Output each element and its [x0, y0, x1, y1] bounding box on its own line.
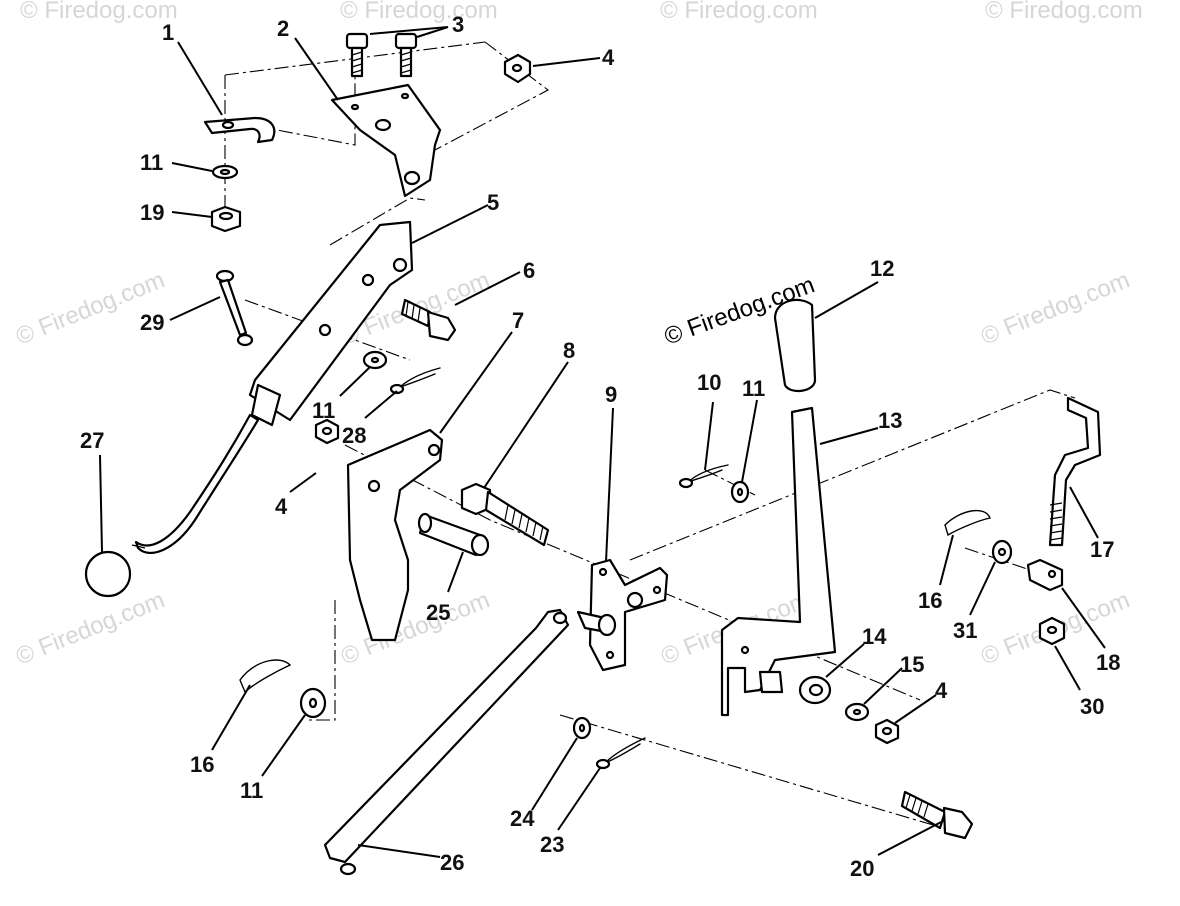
part-washer-top [211, 164, 239, 180]
part-nut-30 [1038, 616, 1066, 646]
part-link [215, 269, 254, 347]
callout-16: 16 [190, 752, 214, 777]
callout-10: 10 [697, 370, 721, 395]
callout-18: 18 [1096, 650, 1120, 675]
part-knob [84, 550, 132, 598]
callout-11: 11 [240, 778, 263, 803]
callout-15: 15 [900, 652, 924, 677]
watermark: © Firedog.com [12, 266, 168, 350]
watermark: © Firedog.com [977, 266, 1133, 350]
callout-29: 29 [140, 310, 164, 335]
callout-30: 30 [1080, 694, 1104, 719]
watermark-layer: © Firedog.com © Firedog.com © Firedog.co… [12, 0, 1143, 671]
part-pivot-plate [576, 558, 669, 672]
callout-3: 3 [452, 12, 464, 37]
part-bushing-14 [798, 675, 832, 705]
part-handle-grip [773, 298, 817, 393]
callout-17: 17 [1090, 537, 1114, 562]
watermark: © Firedog.com [20, 0, 178, 24]
callout-8: 8 [563, 338, 575, 363]
callout-23: 23 [540, 832, 564, 857]
part-mounting-bracket [330, 83, 442, 198]
part-hairpin-16-lower [239, 659, 292, 694]
part-bolt-8 [460, 482, 550, 547]
callout-26: 26 [440, 850, 464, 875]
part-washer-31 [991, 539, 1013, 565]
callout-16: 16 [918, 588, 942, 613]
part-nut-mid [314, 418, 340, 445]
callout-11: 11 [140, 150, 163, 175]
centerline [629, 389, 1076, 561]
callout-28: 28 [342, 423, 366, 448]
watermark: © Firedog.com [340, 0, 498, 24]
watermark: © Firedog.com [985, 0, 1143, 24]
callout-2: 2 [277, 16, 289, 41]
leader-lines [99, 26, 1106, 858]
centerline [704, 469, 756, 496]
centerline [344, 444, 921, 701]
part-lift-arm [131, 220, 414, 554]
callout-14: 14 [862, 624, 887, 649]
callout-31: 31 [953, 618, 977, 643]
centerline [434, 41, 550, 151]
part-control-lever [720, 406, 837, 717]
part-clip [203, 116, 276, 144]
part-washer-mid [362, 350, 388, 370]
callout-24: 24 [510, 806, 535, 831]
callout-11: 11 [312, 398, 335, 423]
part-bolt-6 [400, 298, 457, 342]
callout-4: 4 [602, 45, 615, 70]
part-washer-10 [730, 480, 750, 504]
centerline [305, 600, 336, 721]
watermark: © Firedog.com [660, 0, 818, 24]
part-plate [346, 428, 444, 642]
callout-25: 25 [426, 600, 450, 625]
centerline [329, 197, 426, 246]
part-bolt-20 [900, 790, 974, 840]
centerline [559, 714, 951, 831]
part-cotter-pin-23 [595, 737, 646, 770]
callout-4: 4 [275, 494, 288, 519]
part-washer-24 [572, 716, 592, 740]
part-swivel-18 [1026, 558, 1064, 592]
part-locknut [210, 205, 242, 233]
callout-20: 20 [850, 856, 874, 881]
centerline [224, 55, 356, 146]
part-washer-15 [844, 702, 870, 722]
callout-27: 27 [80, 428, 104, 453]
part-threaded-rod [1048, 396, 1102, 547]
part-nut-lower [874, 718, 900, 745]
callout-7: 7 [512, 308, 524, 333]
callout-19: 19 [140, 200, 164, 225]
part-cotter-pin-28 [389, 367, 441, 395]
part-nut-top [503, 53, 532, 84]
part-long-rod [323, 608, 570, 876]
callout-9: 9 [605, 382, 617, 407]
watermark: © Firedog.com [12, 586, 168, 670]
callout-12: 12 [870, 256, 894, 281]
callout-5: 5 [487, 190, 499, 215]
callout-1: 1 [162, 20, 174, 45]
part-washer-lower [299, 687, 327, 719]
callout-13: 13 [878, 408, 902, 433]
part-bolts-pair [345, 32, 418, 78]
part-cotter-pin-10 [678, 464, 729, 489]
callout-11: 11 [742, 376, 765, 401]
part-spacer-sleeve [417, 512, 490, 557]
callout-labels: 1 2 3 4 11 19 5 6 29 7 8 12 11 28 27 4 9… [80, 12, 1120, 881]
part-hairpin-16-upper [944, 509, 991, 537]
callout-6: 6 [523, 258, 535, 283]
callout-4: 4 [935, 678, 948, 703]
